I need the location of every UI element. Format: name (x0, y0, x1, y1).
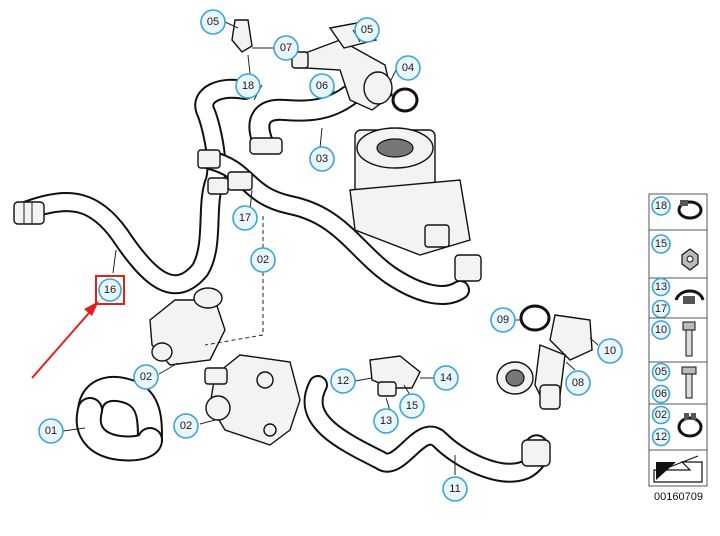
flange-bolt-icon (681, 366, 697, 399)
bolt-icon (682, 321, 696, 357)
callout-05-a[interactable]: 05 (200, 9, 226, 35)
legend-label: 13 (655, 281, 667, 293)
callout-14[interactable]: 14 (433, 365, 459, 391)
water-pump-main (204, 354, 301, 446)
callout-label: 02 (140, 371, 152, 383)
callout-16-highlighted[interactable]: 16 (95, 275, 125, 305)
legend-item-15[interactable]: 15 (651, 234, 699, 271)
legend-label: 05 (655, 366, 667, 378)
callout-label: 02 (180, 420, 192, 432)
callout-label: 17 (239, 212, 251, 224)
callout-label: 09 (497, 314, 509, 326)
hex-nut-icon (681, 248, 699, 271)
legend-label: 06 (655, 388, 667, 400)
clip-clamp-icon (674, 289, 705, 304)
hose-middle-long (197, 149, 470, 305)
callout-label: 02 (257, 254, 269, 266)
hose-upper-03 (248, 84, 361, 155)
callout-label: 13 (380, 415, 392, 427)
legend-item-06[interactable]: 06 (651, 384, 671, 404)
callout-label: 01 (45, 425, 57, 437)
legend-label: 17 (655, 303, 667, 315)
callout-label: 18 (242, 80, 254, 92)
hose-left-long (18, 78, 255, 295)
callout-label: 07 (280, 42, 292, 54)
oil-filter-housing (349, 127, 482, 282)
legend-label: 10 (655, 324, 667, 336)
callout-label: 16 (104, 284, 116, 296)
drawing-id: 00160709 (654, 491, 703, 503)
callout-label: 10 (604, 345, 616, 357)
legend-item-13[interactable]: 13 (651, 277, 671, 297)
hose-lower-11 (303, 375, 551, 483)
legend-label: 12 (655, 431, 667, 443)
callout-label: 05 (361, 24, 373, 36)
callout-02-upper[interactable]: 02 (250, 247, 276, 273)
hose-01 (75, 376, 163, 462)
red-arrow (31, 301, 99, 379)
callout-label: 03 (316, 153, 328, 165)
hose-clamp-icon (677, 200, 703, 220)
callout-03[interactable]: 03 (309, 146, 335, 172)
callout-04[interactable]: 04 (395, 55, 421, 81)
callout-18[interactable]: 18 (235, 73, 261, 99)
water-pump-small (149, 287, 226, 366)
callout-07[interactable]: 07 (273, 35, 299, 61)
callout-label: 12 (337, 375, 349, 387)
callout-11[interactable]: 11 (442, 476, 468, 502)
arrow-symbol-icon (653, 455, 703, 483)
bracket-14 (369, 355, 421, 397)
legend-item-18[interactable]: 18 (651, 196, 703, 220)
leader-lines (62, 21, 599, 475)
callout-06[interactable]: 06 (309, 73, 335, 99)
callout-10[interactable]: 10 (597, 338, 623, 364)
callout-label: 08 (572, 377, 584, 389)
callout-02-lower[interactable]: 02 (173, 413, 199, 439)
callout-05-b[interactable]: 05 (354, 17, 380, 43)
bracket-07 (231, 19, 253, 53)
legend-label: 18 (655, 200, 667, 212)
hose-left-end (13, 201, 45, 225)
callout-13[interactable]: 13 (373, 408, 399, 434)
callout-15[interactable]: 15 (399, 393, 425, 419)
callout-label: 14 (440, 372, 452, 384)
legend-item-12[interactable]: 12 (651, 427, 671, 447)
thermostat-housing-08 (496, 314, 593, 410)
spring-clamp-icon (677, 413, 703, 438)
callout-08[interactable]: 08 (565, 370, 591, 396)
callout-01[interactable]: 01 (38, 418, 64, 444)
legend-label: 02 (655, 409, 667, 421)
legend-item-02[interactable]: 02 (651, 405, 671, 425)
callout-label: 06 (316, 80, 328, 92)
o-ring-04 (391, 87, 419, 113)
legend-item-17[interactable]: 17 (651, 299, 671, 319)
legend-item-05[interactable]: 05 (651, 362, 671, 382)
callout-label: 05 (207, 16, 219, 28)
callout-label: 15 (406, 400, 418, 412)
legend-item-10[interactable]: 10 (651, 320, 696, 357)
callout-12[interactable]: 12 (330, 368, 356, 394)
callout-02-pump[interactable]: 02 (133, 364, 159, 390)
callout-17[interactable]: 17 (232, 205, 258, 231)
callout-label: 04 (402, 62, 414, 74)
callout-09[interactable]: 09 (490, 307, 516, 333)
legend-label: 15 (655, 238, 667, 250)
callout-label: 11 (449, 483, 460, 495)
o-ring-09 (519, 304, 551, 332)
legend-panel: 18 15 13 17 (648, 193, 708, 487)
